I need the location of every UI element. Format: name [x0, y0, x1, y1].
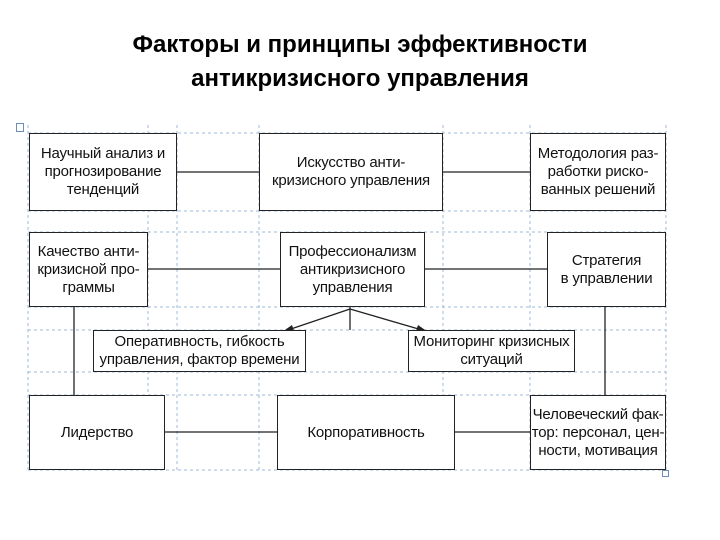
box-human-factor: Человеческий фак- тор: персонал, цен- но… [530, 395, 666, 470]
box-crisis-monitoring: Мониторинг кризисных ситуаций [408, 330, 575, 372]
box-leadership: Лидерство [29, 395, 165, 470]
box-program-quality: Качество анти- кризисной про- граммы [29, 232, 148, 307]
page-title: Факторы и принципы эффективности антикри… [0, 28, 720, 96]
box-efficiency-flexibility: Оперативность, гибкость управления, факт… [93, 330, 306, 372]
box-scientific-analysis: Научный анализ и прогнозирование тенденц… [29, 133, 177, 211]
box-professionalism: Профессионализм антикризисного управлени… [280, 232, 425, 307]
box-strategy: Стратегия в управлении [547, 232, 666, 307]
anchor-marker-top-left [16, 123, 24, 132]
box-methodology: Методология раз- работки риско- ванных р… [530, 133, 666, 211]
box-art-of-crisis-management: Искусство анти- кризисного управления [259, 133, 443, 211]
title-line-2: антикризисного управления [191, 65, 529, 92]
box-corporate-spirit: Корпоративность [277, 395, 455, 470]
title-line-1: Факторы и принципы эффективности [132, 31, 588, 58]
anchor-marker-bottom-right [662, 470, 669, 477]
arrow-to-efficiency [287, 308, 351, 331]
arrow-to-monitoring [349, 308, 423, 331]
connector-lines [73, 171, 606, 433]
